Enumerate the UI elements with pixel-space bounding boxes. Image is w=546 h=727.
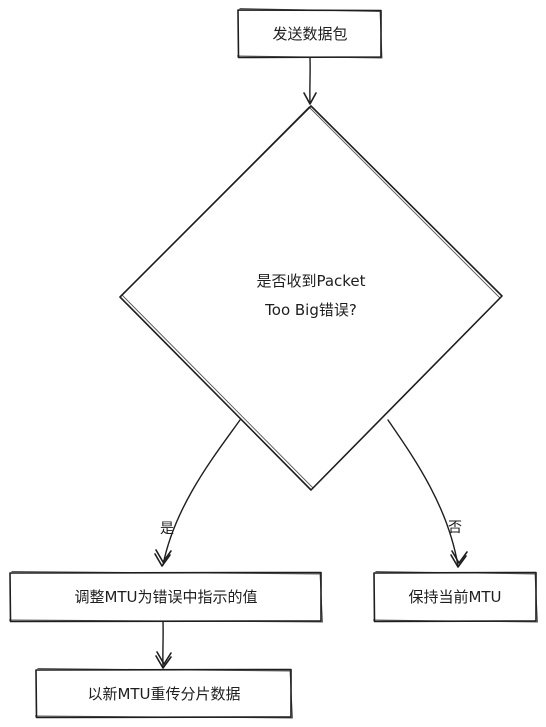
node-decision: 是否收到Packet Too Big错误?: [119, 105, 503, 491]
edge-label-no: 否: [448, 520, 462, 536]
edge-send-to-decision: [303, 57, 317, 105]
node-send-packet: 发送数据包: [236, 8, 383, 59]
node-decision-line2: Too Big错误?: [264, 301, 357, 319]
edge-decision-to-adjust: [154, 419, 241, 567]
node-adjust-mtu-label: 调整MTU为错误中指示的值: [74, 588, 257, 606]
node-keep-mtu: 保持当前MTU: [372, 571, 538, 623]
edge-label-yes: 是: [160, 521, 174, 537]
node-resend-fragments: 以新MTU重传分片数据: [34, 668, 293, 719]
node-resend-fragments-label: 以新MTU重传分片数据: [87, 685, 240, 703]
node-send-packet-label: 发送数据包: [272, 25, 347, 43]
node-adjust-mtu: 调整MTU为错误中指示的值: [8, 571, 323, 623]
node-decision-line1: 是否收到Packet: [256, 272, 365, 290]
node-keep-mtu-label: 保持当前MTU: [408, 588, 501, 606]
edge-decision-to-keep: [387, 419, 468, 568]
edge-adjust-to-resend: [155, 621, 172, 669]
